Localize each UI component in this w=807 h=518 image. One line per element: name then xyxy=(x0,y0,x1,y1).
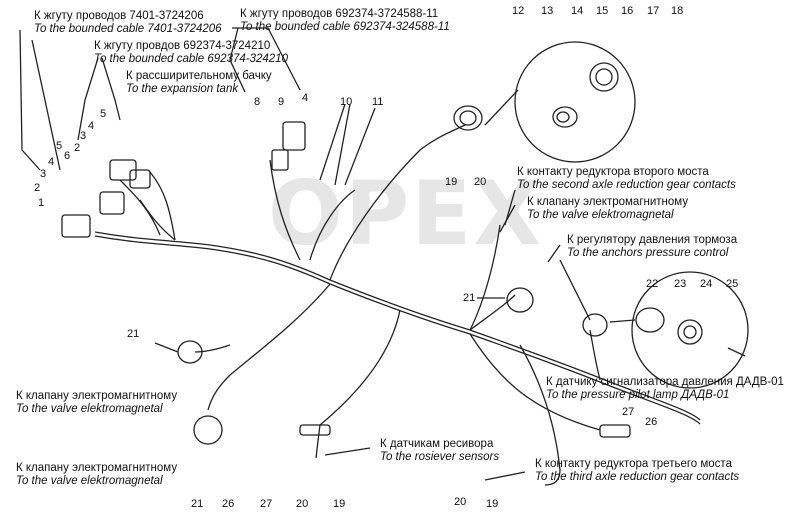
part-number: 22 xyxy=(646,278,659,290)
callout-expansion-tank: К рассширительному бачку To the expansio… xyxy=(126,70,272,96)
part-number: 14 xyxy=(571,5,584,17)
connector-22-main xyxy=(582,313,608,337)
callout-brake-regulator: К регулятору давления тормоза To the anc… xyxy=(567,234,737,260)
callout-ru: К рассширительному бачку xyxy=(126,70,272,82)
callout-harness-692374-3724210: К жгуту провдов 692374-3724210 To the bo… xyxy=(94,40,288,66)
part-number: 24 xyxy=(700,278,713,290)
part-number: 4 xyxy=(88,120,95,132)
part-number: 13 xyxy=(541,5,554,17)
callout-en: To the valve elektromagnetal xyxy=(527,209,674,221)
part-number: 26 xyxy=(645,416,658,428)
callout-ru: К жгуту проводов 7401-3724206 xyxy=(34,10,204,22)
part-number: 11 xyxy=(372,96,384,108)
connector-9 xyxy=(282,121,306,151)
callout-ru: К регулятору давления тормоза xyxy=(567,234,738,246)
part-number: 16 xyxy=(621,5,634,17)
connector-12 xyxy=(453,105,483,131)
connector-1 xyxy=(61,214,91,238)
part-number: 19 xyxy=(445,176,458,188)
callout-ru: К клапану электромагнитному xyxy=(16,462,178,474)
part-number: 3 xyxy=(40,168,47,180)
main-harness xyxy=(94,231,701,421)
detail-circle-right xyxy=(631,271,749,389)
part-number: 3 xyxy=(80,130,87,142)
callout-valve-bottom: К клапану электромагнитному To the valve… xyxy=(16,462,177,488)
connector-27 xyxy=(599,424,631,438)
part-number: 4 xyxy=(48,156,55,168)
callout-third-axle: К контакту редуктора третьего моста To t… xyxy=(535,458,739,484)
callout-en: To the anchors pressure control xyxy=(567,247,729,259)
callout-en: To the bounded cable 692374-324210 xyxy=(94,53,288,65)
callout-ru: К клапану электромагнитному xyxy=(16,390,178,402)
part-number: 21 xyxy=(463,292,476,304)
part-number: 23 xyxy=(674,278,687,290)
part-number: 20 xyxy=(296,498,309,510)
part-number: 20 xyxy=(474,176,487,188)
callout-harness-7401: К жгуту проводов 7401-3724206 To the bou… xyxy=(34,10,222,36)
part-number: 4 xyxy=(302,92,309,104)
part-number: 20 xyxy=(454,496,467,508)
callout-second-axle: К контакту редуктора второго моста To th… xyxy=(517,166,736,192)
callout-en: To the third axle reduction gear contact… xyxy=(535,471,740,483)
part-number: 1 xyxy=(38,197,45,209)
part-number: 17 xyxy=(647,5,660,17)
part-number: 18 xyxy=(671,5,684,17)
connector-21-mid xyxy=(506,287,534,313)
connector-21-bottom xyxy=(193,415,223,445)
callout-ru: К жгуту проводов 692374-3724588-11 xyxy=(240,8,439,20)
callout-en: To the valve elektromagnetal xyxy=(16,475,163,487)
callout-ru: К клапану электромагнитному xyxy=(527,196,689,208)
part-number: 8 xyxy=(254,96,261,108)
callout-en: To the valve elektromagnetal xyxy=(16,403,163,415)
part-number: 5 xyxy=(56,140,63,152)
part-number: 12 xyxy=(512,5,525,17)
callout-receiver-sensors: К датчикам ресивора To the rosiever sens… xyxy=(380,438,499,464)
part-number: 25 xyxy=(726,278,739,290)
part-number: 27 xyxy=(622,406,635,418)
callout-en: To the expansion tank xyxy=(126,83,239,95)
part-number: 2 xyxy=(74,142,81,154)
detail-circle-top xyxy=(514,41,636,163)
callout-en: To the rosiever sensors xyxy=(380,451,500,463)
callout-en: To the bounded cable 7401-3724206 xyxy=(34,23,222,35)
part-number: 19 xyxy=(486,498,499,510)
part-number: 19 xyxy=(333,498,346,510)
callout-harness-692374-3724588: К жгуту проводов 692374-3724588-11 To th… xyxy=(240,8,450,34)
callout-en: To the pressure pilot lamp ДАДВ-01 xyxy=(546,389,730,401)
part-number: 15 xyxy=(596,5,609,17)
callout-pressure-lamp: К датчику сигнализатора давления ДАДВ-01… xyxy=(546,376,784,402)
callout-valve-top: К клапану электромагнитному To the valve… xyxy=(527,196,688,222)
callout-ru: К контакту редуктора второго моста xyxy=(517,166,709,178)
callout-valve-mid: К клапану электромагнитному To the valve… xyxy=(16,390,177,416)
part-number: 6 xyxy=(64,150,71,162)
part-number: 26 xyxy=(222,498,235,510)
callout-ru: К датчику сигнализатора давления ДАДВ-01 xyxy=(546,376,784,388)
part-number: 9 xyxy=(278,96,285,108)
callout-en: To the bounded cable 692374-324588-11 xyxy=(240,21,450,33)
callout-ru: К датчикам ресивора xyxy=(380,438,494,450)
callout-ru: К контакту редуктора третьего моста xyxy=(535,458,732,470)
part-number: 5 xyxy=(100,108,107,120)
callout-ru: К жгуту провдов 692374-3724210 xyxy=(94,40,271,52)
part-number: 10 xyxy=(340,96,353,108)
part-number: 21 xyxy=(191,498,204,510)
callout-en: To the second axle reduction gear contac… xyxy=(517,179,736,191)
part-number: 2 xyxy=(34,182,41,194)
part-number: 21 xyxy=(127,328,140,340)
part-number: 27 xyxy=(260,498,273,510)
